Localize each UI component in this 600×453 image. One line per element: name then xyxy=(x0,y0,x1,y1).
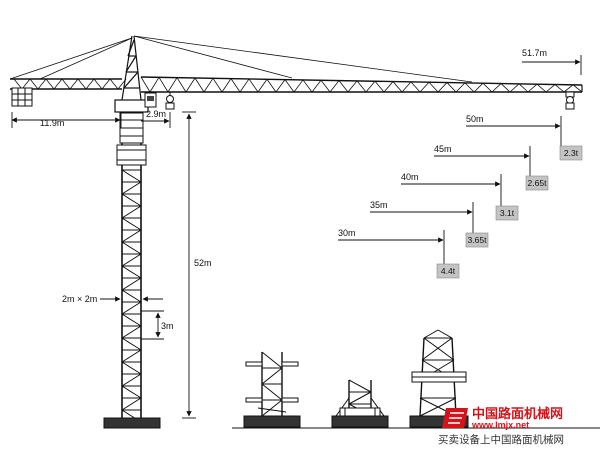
load-box xyxy=(436,263,460,279)
watermark-sub: 买卖设备上中国路面机械网 xyxy=(438,433,564,446)
brand-logo-icon xyxy=(442,408,468,428)
offset-label: 2.9m xyxy=(146,109,166,119)
erection-sequence xyxy=(232,329,600,429)
load-radius-label: 45m xyxy=(434,144,452,154)
watermark-cn: 中国路面机械网 xyxy=(472,406,563,422)
watermark: 中国路面机械网 www.lmjx.net 买卖设备上中国路面机械网 xyxy=(438,406,564,446)
dimension-lines xyxy=(11,55,582,419)
load-radius-label: 50m xyxy=(466,114,484,124)
trolley-outer xyxy=(565,91,575,110)
crane-structure xyxy=(9,35,583,429)
slewing-platform xyxy=(114,99,149,113)
counter-jib xyxy=(9,37,133,90)
load-chart: 50m 2.3t 45m 2.65t 40m 3.1t 35m 3.65t 30m 4.4t xyxy=(338,114,583,279)
load-box xyxy=(559,145,583,161)
jib-tie-bars xyxy=(133,35,473,83)
main-jib xyxy=(140,76,583,93)
section-height-label: 3m xyxy=(161,321,174,331)
section-label: 2m × 2m xyxy=(62,294,97,304)
load-box xyxy=(465,232,489,248)
tower-head xyxy=(121,35,142,101)
dimension-labels: 51.7m 11.9m 2.9m 52m 2m × 2m 3m xyxy=(40,48,547,331)
watermark-en: www.lmjx.net xyxy=(471,420,529,430)
trolley-inner xyxy=(165,92,175,110)
load-chart-row: 45m 2.65t xyxy=(434,144,549,191)
jib-length-label: 51.7m xyxy=(522,48,547,58)
load-radius-label: 35m xyxy=(370,200,388,210)
erection-stage-1 xyxy=(243,351,301,428)
load-box xyxy=(525,175,549,191)
load-box xyxy=(495,205,519,221)
counterweight xyxy=(11,87,33,107)
load-chart-row: 35m 3.65t xyxy=(370,200,489,248)
load-value: 3.1t xyxy=(500,208,515,218)
counter-jib-label: 11.9m xyxy=(40,118,64,128)
height-label: 52m xyxy=(194,258,212,268)
load-value: 4.4t xyxy=(441,266,456,276)
load-chart-row: 30m 4.4t xyxy=(338,228,460,279)
load-value: 2.3t xyxy=(564,148,579,158)
load-chart-row: 40m 3.1t xyxy=(401,172,519,221)
load-chart-row: 50m 2.3t xyxy=(466,114,583,161)
load-radius-label: 30m xyxy=(338,228,356,238)
erection-stage-2 xyxy=(331,379,389,428)
erection-stage-3 xyxy=(409,329,469,428)
climbing-frame xyxy=(116,112,147,166)
load-radius-label: 40m xyxy=(401,172,419,182)
crane-base xyxy=(103,417,161,429)
load-value: 2.65t xyxy=(528,178,548,188)
load-value: 3.65t xyxy=(468,235,488,245)
